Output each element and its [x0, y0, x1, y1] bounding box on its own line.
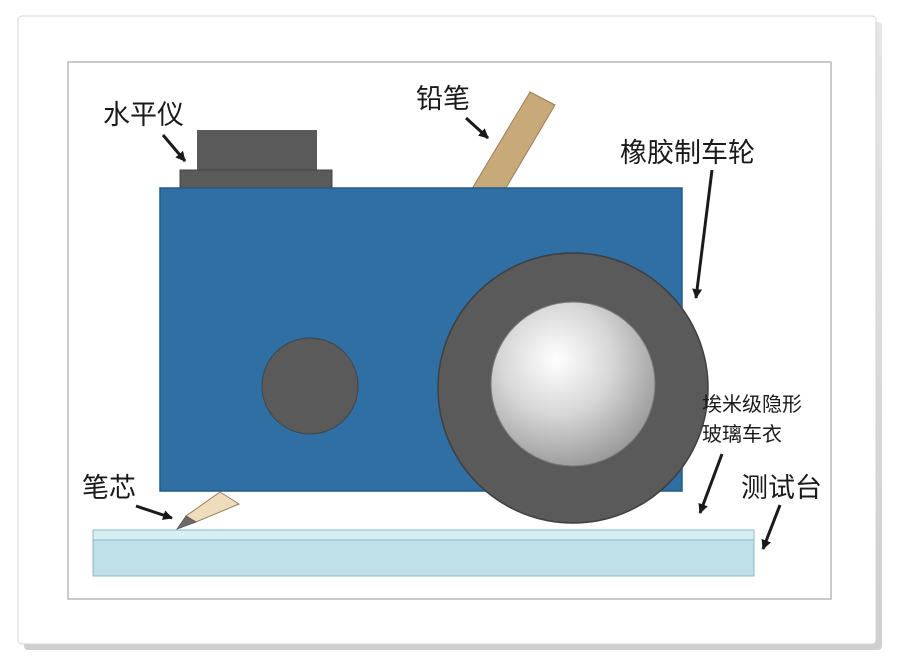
level-instrument: [179, 130, 333, 191]
arrow-rubber-wheel: [692, 169, 714, 299]
arrow-pencil: [464, 116, 490, 140]
label-level: 水平仪: [103, 100, 184, 131]
label-test-bench: 测试台: [741, 473, 822, 504]
rubber-wheel: [437, 252, 709, 524]
bench-top-layer: [92, 529, 755, 541]
wheel-hub: [490, 301, 656, 467]
pencil-lead-point: [175, 515, 197, 530]
level-base-plate: [179, 169, 333, 191]
arrow-pencil-lead: [135, 504, 173, 520]
test-bench: [92, 529, 755, 577]
arrow-coating: [698, 453, 724, 514]
arrow-test-bench: [761, 504, 782, 550]
bench-base: [92, 539, 755, 577]
label-coating-line2: 玻璃车衣: [702, 422, 782, 446]
level-top-block: [197, 130, 317, 174]
label-coating-line1: 埃米级隐形: [702, 392, 802, 416]
label-pencil: 铅笔: [416, 84, 470, 115]
label-pencil-lead: 笔芯: [82, 473, 136, 504]
body-knob: [261, 337, 359, 435]
pencil-tip: [175, 491, 241, 530]
label-rubber-wheel: 橡胶制车轮: [620, 138, 755, 169]
arrow-level: [161, 134, 187, 162]
